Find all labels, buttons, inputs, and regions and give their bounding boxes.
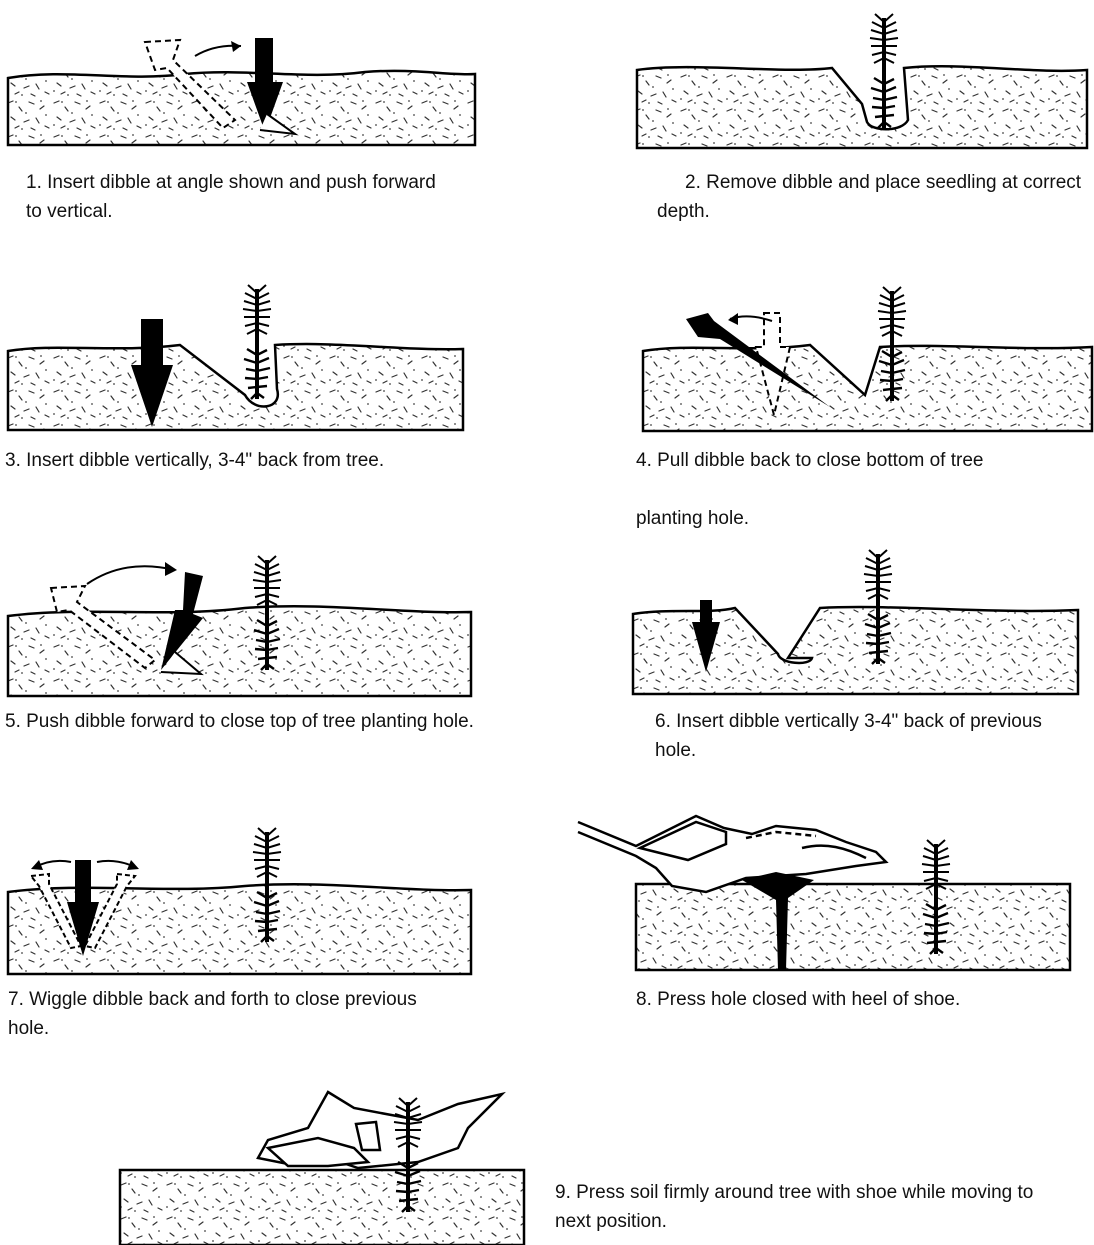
- soil-block: [633, 607, 1078, 694]
- step-3-caption: 3. Insert dibble vertically, 3-4" back f…: [5, 446, 485, 475]
- step-3-figure: [5, 285, 467, 435]
- step-1-caption: 1. Insert dibble at angle shown and push…: [26, 168, 446, 226]
- arrow-head: [165, 562, 177, 576]
- soil-block: [8, 606, 471, 696]
- step-5-caption: 5. Push dibble forward to close top of t…: [5, 707, 515, 736]
- step-2-caption: 2. Remove dibble and place seedling at c…: [657, 168, 1087, 226]
- step-5-figure: [5, 540, 475, 700]
- soil-block: [636, 884, 1070, 970]
- arrow-head: [231, 41, 241, 52]
- step-4-caption-continued: planting hole.: [636, 504, 1086, 533]
- soil-block: [8, 71, 475, 145]
- soil-block: [120, 1170, 524, 1245]
- soil-block: [637, 66, 1087, 148]
- motion-arrow: [87, 566, 175, 584]
- step-9-figure: [118, 1078, 528, 1245]
- step-8-figure: [576, 802, 1076, 974]
- soil-block: [8, 344, 463, 430]
- seedling-icon: [870, 14, 898, 128]
- step-6-caption: 6. Insert dibble vertically 3-4" back of…: [655, 707, 1055, 765]
- shoe-illustration: [258, 1092, 502, 1168]
- soil-block: [643, 345, 1092, 431]
- shoe-illustration: [578, 816, 886, 892]
- step-7-figure: [5, 820, 475, 978]
- step-6-figure: [630, 548, 1082, 698]
- step-4-figure: [640, 285, 1094, 435]
- step-4-caption: 4. Pull dibble back to close bottom of t…: [636, 446, 1086, 475]
- seedling-icon: [243, 285, 271, 399]
- step-1-figure: [5, 30, 480, 150]
- step-8-caption: 8. Press hole closed with heel of shoe.: [636, 985, 1076, 1014]
- step-2-figure: [632, 4, 1092, 154]
- arrow-head: [728, 313, 738, 325]
- step-9-caption: 9. Press soil firmly around tree with sh…: [555, 1178, 1055, 1236]
- step-7-caption: 7. Wiggle dibble back and forth to close…: [8, 985, 428, 1043]
